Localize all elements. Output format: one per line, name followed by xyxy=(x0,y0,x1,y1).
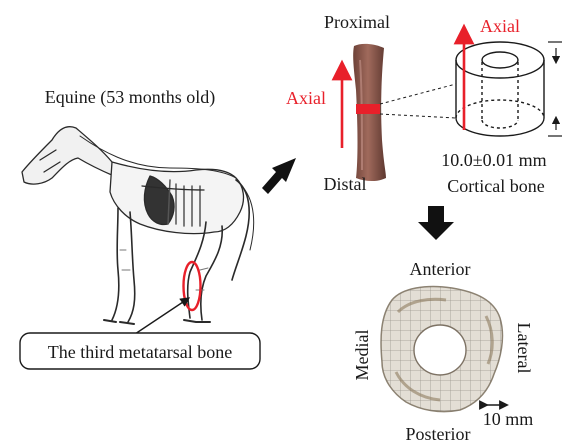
posterior-label: Posterior xyxy=(406,424,471,444)
cross-section-photo xyxy=(381,287,502,412)
leader-arrow xyxy=(135,300,186,334)
lateral-label: Lateral xyxy=(514,323,534,374)
cortical-cylinder-diagram xyxy=(456,42,544,136)
cut-section-marker xyxy=(356,104,380,114)
projection-line-bottom xyxy=(380,114,456,118)
bone-name-label: The third metatarsal bone xyxy=(48,342,232,362)
proximal-label: Proximal xyxy=(324,12,390,32)
dimension-label: 10.0±0.01 mm xyxy=(441,150,546,170)
height-dimension-marks xyxy=(548,42,562,136)
axial-label-left: Axial xyxy=(286,88,326,108)
distal-label: Distal xyxy=(324,174,367,194)
anterior-label: Anterior xyxy=(410,259,471,279)
horse-skeleton-illustration xyxy=(22,127,254,324)
subject-label: Equine (53 months old) xyxy=(45,87,215,108)
bone-specimen-photo xyxy=(353,44,386,181)
axial-label-right: Axial xyxy=(480,16,520,36)
projection-line-top xyxy=(380,84,456,104)
medullary-cavity xyxy=(414,325,466,375)
scale-label: 10 mm xyxy=(483,409,534,429)
flow-arrow-down-icon xyxy=(418,206,454,240)
medial-label: Medial xyxy=(352,330,372,381)
cortical-bone-label: Cortical bone xyxy=(447,176,544,196)
flow-arrow-up-right-icon xyxy=(262,158,296,194)
